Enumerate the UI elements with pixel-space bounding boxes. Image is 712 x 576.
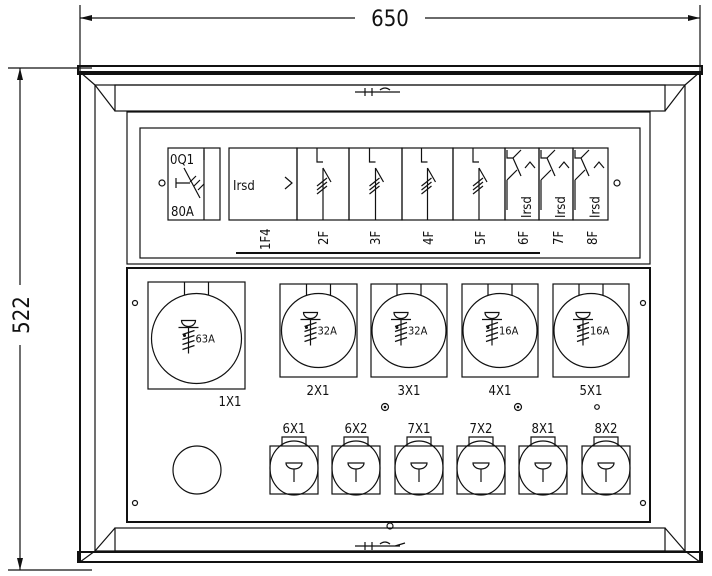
top-hinge-icon bbox=[355, 87, 400, 96]
socket-rating: 32A bbox=[318, 325, 338, 338]
breaker-7f[interactable]: Irsd 7F bbox=[538, 147, 574, 245]
breaker-6f[interactable]: Irsd 6F bbox=[504, 147, 540, 245]
socket-symbol-icon bbox=[482, 311, 502, 346]
socket-rating: 32A bbox=[408, 325, 428, 338]
breaker-1f4[interactable]: Irsd 1F4 bbox=[228, 147, 298, 250]
bottom-hinge-icon bbox=[355, 541, 406, 550]
screw-icon bbox=[158, 179, 166, 187]
socket-6x2[interactable]: 6X2 bbox=[331, 422, 381, 496]
socket-3x1[interactable]: 32A 3X1 bbox=[370, 283, 448, 399]
screw-icon bbox=[513, 402, 523, 412]
socket-symbol-icon bbox=[300, 311, 321, 346]
socket-8x2[interactable]: 8X2 bbox=[581, 422, 631, 496]
socket-symbol-icon bbox=[178, 319, 199, 354]
socket-id-label: 6X1 bbox=[283, 422, 306, 437]
irsd-label: Irsd bbox=[520, 196, 535, 218]
rcd-symbol-icon bbox=[540, 149, 570, 210]
socket-rating: 16A bbox=[499, 325, 519, 338]
breaker-8f[interactable]: Irsd 8F bbox=[572, 147, 609, 245]
socket-6x1[interactable]: 6X1 bbox=[269, 422, 319, 496]
socket-7x1[interactable]: 7X1 bbox=[394, 422, 444, 496]
breaker-2f[interactable]: 2F bbox=[296, 147, 350, 245]
rcd-symbol-icon bbox=[574, 149, 605, 210]
socket-1x1[interactable]: 63A 1X1 bbox=[147, 281, 246, 410]
socket-id-label: 8X1 bbox=[532, 422, 555, 437]
rcd-symbol-icon bbox=[506, 149, 536, 210]
height-value: 522 bbox=[10, 296, 35, 334]
breaker-id-label: 5F bbox=[474, 231, 489, 245]
breaker-4f[interactable]: 4F bbox=[401, 147, 454, 245]
socket-4x1[interactable]: 16A 4X1 bbox=[461, 283, 539, 399]
breaker-panel: 0Q1 80A Irsd 1F4 2F 3F 4F 5F Irsd 6F Irsd 7F Irsd 8… bbox=[126, 111, 651, 265]
socket-5x1[interactable]: 16A 5X1 bbox=[552, 283, 630, 399]
height-dimension: 522 bbox=[8, 67, 92, 571]
breaker-5f[interactable]: 5F bbox=[452, 147, 506, 245]
cable-gland-icon bbox=[172, 445, 222, 495]
screw-icon bbox=[380, 402, 390, 412]
breaker-id-label: 7F bbox=[552, 231, 567, 245]
socket-symbol-icon bbox=[534, 462, 552, 482]
width-dimension: 650 bbox=[79, 5, 701, 72]
socket-id-label: 5X1 bbox=[580, 384, 603, 399]
breaker-id-label: 2F bbox=[317, 231, 332, 245]
breaker-id-label: 6F bbox=[517, 231, 532, 245]
socket-symbol-icon bbox=[472, 462, 490, 482]
breaker-symbol-icon bbox=[420, 148, 437, 220]
breaker-3f[interactable]: 3F bbox=[348, 147, 403, 245]
screw-icon bbox=[613, 179, 621, 187]
breaker-symbol-icon bbox=[368, 148, 385, 220]
breaker-symbol-icon bbox=[472, 148, 488, 220]
socket-symbol-icon bbox=[410, 462, 428, 482]
main-switch-rating: 80A bbox=[171, 205, 194, 220]
breaker-id-label: 1F4 bbox=[259, 228, 274, 250]
irsd-label: Irsd bbox=[589, 196, 604, 218]
irsd-label: Irsd bbox=[233, 179, 255, 194]
socket-id-label: 3X1 bbox=[398, 384, 421, 399]
breaker-id-label: 8F bbox=[586, 231, 601, 245]
width-value: 650 bbox=[371, 7, 409, 32]
socket-2x1[interactable]: 32A 2X1 bbox=[279, 283, 358, 399]
socket-7x2[interactable]: 7X2 bbox=[456, 422, 506, 496]
socket-8x1[interactable]: 8X1 bbox=[518, 422, 568, 496]
breaker-id-label: 4F bbox=[422, 231, 437, 245]
socket-rating: 63A bbox=[196, 333, 216, 346]
socket-id-label: 7X1 bbox=[408, 422, 431, 437]
socket-id-label: 6X2 bbox=[345, 422, 368, 437]
socket-id-label: 1X1 bbox=[219, 395, 242, 410]
socket-symbol-icon bbox=[347, 462, 365, 482]
main-switch-name: 0Q1 bbox=[170, 153, 194, 168]
socket-symbol-icon bbox=[573, 311, 593, 346]
socket-id-label: 2X1 bbox=[307, 384, 330, 399]
breaker-id-label: 3F bbox=[369, 231, 384, 245]
socket-id-label: 7X2 bbox=[470, 422, 493, 437]
socket-id-label: 4X1 bbox=[489, 384, 512, 399]
socket-symbol-icon bbox=[391, 311, 411, 346]
socket-id-label: 8X2 bbox=[595, 422, 618, 437]
irsd-label: Irsd bbox=[554, 196, 569, 218]
socket-panel: 63A 1X1 32A 2X1 32A 3X1 16A 4X1 16A 5X1 6X1 6X2 7X1 7… bbox=[126, 267, 651, 523]
socket-rating: 16A bbox=[590, 325, 610, 338]
breaker-symbol-icon bbox=[316, 148, 332, 220]
socket-symbol-icon bbox=[597, 462, 615, 482]
enclosure bbox=[77, 65, 703, 563]
main-switch-0q1[interactable]: 0Q1 80A bbox=[167, 147, 221, 221]
socket-symbol-icon bbox=[285, 462, 303, 482]
